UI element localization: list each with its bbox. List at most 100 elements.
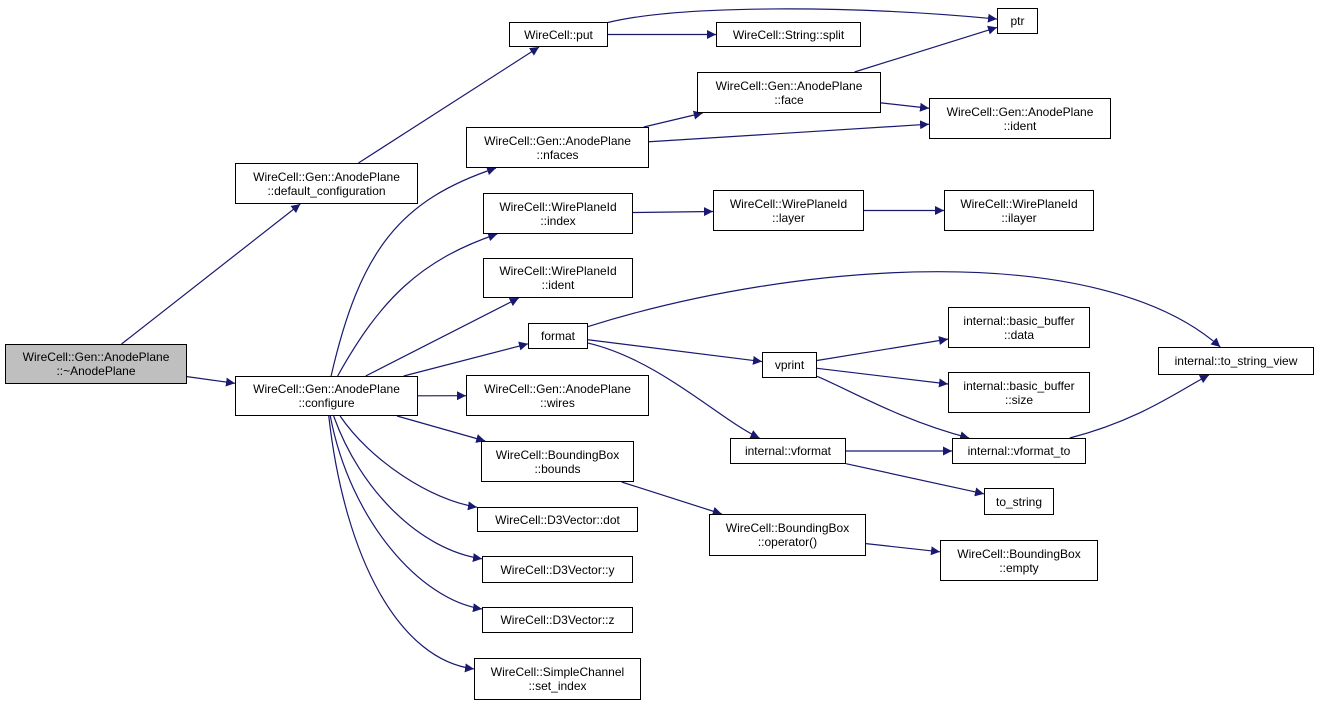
edge-vprint-to-vformatto — [816, 375, 970, 441]
node-setindex[interactable]: WireCell::SimpleChannel::set_index — [474, 658, 641, 700]
node-label-line: ptr — [1010, 14, 1025, 28]
node-vz[interactable]: WireCell::D3Vector::z — [482, 607, 633, 633]
node-label-line: format — [540, 329, 575, 343]
node-label-line: internal::to_string_view — [1174, 354, 1298, 368]
edge-configure-to-dot — [339, 415, 478, 511]
node-label-line: ::set_index — [528, 679, 587, 693]
node-label-line: ::default_configuration — [267, 183, 386, 198]
node-vformat[interactable]: internal::vformat — [730, 438, 846, 464]
edge-face-to-apident — [880, 102, 930, 112]
node-label-line: WireCell::D3Vector::dot — [495, 512, 620, 527]
node-label-line: WireCell::Gen::AnodePlane — [22, 350, 170, 364]
node-label-line: WireCell::WirePlaneId — [499, 199, 617, 214]
node-bbdata[interactable]: internal::basic_buffer::data — [948, 307, 1090, 348]
node-bounds[interactable]: WireCell::BoundingBox::bounds — [481, 441, 634, 482]
node-label-line: WireCell::BoundingBox — [495, 447, 620, 462]
node-apident[interactable]: WireCell::Gen::AnodePlane::ident — [929, 98, 1111, 139]
node-label-line: ::wires — [540, 395, 575, 410]
edge-bounds-to-bbop — [621, 481, 722, 516]
edge-nfaces-to-apident — [648, 120, 930, 143]
node-label-line: WireCell::WirePlaneId — [960, 196, 1078, 211]
node-label-line: ::face — [774, 92, 804, 107]
edge-root-to-configure — [186, 376, 236, 387]
edge-root-to-defcfg — [121, 203, 301, 345]
node-wpident[interactable]: WireCell::WirePlaneId::ident — [483, 258, 633, 298]
node-label-line: WireCell::Gen::AnodePlane — [946, 104, 1094, 119]
node-label-line: WireCell::BoundingBox — [725, 521, 850, 535]
edge-configure-to-vy — [333, 415, 483, 562]
node-bbsize[interactable]: internal::basic_buffer::size — [948, 372, 1090, 413]
edge-bbop-to-bbempty — [865, 543, 941, 556]
node-label-line: WireCell::D3Vector::z — [500, 613, 615, 627]
node-face[interactable]: WireCell::Gen::AnodePlane::face — [697, 72, 881, 113]
node-tostring[interactable]: to_string — [984, 488, 1054, 515]
edge-defcfg-to-put — [358, 46, 540, 164]
node-label-line: ::ident — [1003, 118, 1037, 133]
node-label-line: WireCell::WirePlaneId — [729, 196, 848, 211]
edge-configure-to-nfaces — [330, 166, 497, 377]
node-label-line: internal::vformat_to — [967, 444, 1071, 458]
node-vprint[interactable]: vprint — [762, 352, 817, 378]
node-root[interactable]: WireCell::Gen::AnodePlane::~AnodePlane — [5, 344, 187, 384]
node-dot[interactable]: WireCell::D3Vector::dot — [477, 507, 638, 532]
edge-wpindex-to-wplayer — [632, 207, 714, 217]
node-label-line: ::ilayer — [1001, 210, 1037, 225]
edge-configure-to-setindex — [328, 415, 475, 673]
node-vy[interactable]: WireCell::D3Vector::y — [482, 556, 633, 583]
edge-configure-to-vz — [329, 415, 483, 613]
edge-format-to-vprint — [587, 339, 763, 365]
node-label-line: ::index — [540, 213, 576, 228]
node-label-line: internal::basic_buffer — [963, 378, 1075, 393]
edge-configure-to-wpident — [365, 297, 520, 377]
node-label-line: WireCell::Gen::AnodePlane — [715, 78, 863, 93]
edge-put-to-ptr — [607, 8, 998, 24]
node-label-line: WireCell::Gen::AnodePlane — [253, 169, 400, 184]
node-label-line: WireCell::SimpleChannel — [490, 665, 625, 679]
node-wplayer[interactable]: WireCell::WirePlaneId::layer — [713, 190, 864, 231]
node-wpindex[interactable]: WireCell::WirePlaneId::index — [483, 193, 633, 234]
node-label-line: internal::basic_buffer — [963, 313, 1075, 328]
node-label-line: ::size — [1004, 392, 1033, 407]
node-label-line: internal::vformat — [744, 444, 832, 458]
edge-configure-to-wpindex — [337, 232, 498, 377]
node-label-line: vprint — [774, 358, 805, 372]
edge-format-to-vformat — [587, 342, 760, 439]
node-tsv[interactable]: internal::to_string_view — [1158, 347, 1314, 375]
node-label-line: WireCell::WirePlaneId — [499, 264, 617, 278]
node-ptr[interactable]: ptr — [997, 8, 1038, 34]
node-label-line: WireCell::String::split — [732, 27, 845, 42]
edge-face-to-ptr — [854, 25, 998, 73]
edge-vformatto-to-tsv — [1069, 374, 1210, 439]
node-label-line: WireCell::Gen::AnodePlane — [484, 381, 631, 396]
node-label-line: WireCell::D3Vector::y — [500, 562, 615, 577]
node-bbop[interactable]: WireCell::BoundingBox::operator() — [709, 514, 866, 556]
node-vformatto[interactable]: internal::vformat_to — [952, 438, 1086, 464]
node-label-line: ::layer — [772, 210, 805, 225]
edge-vprint-to-bbdata — [816, 336, 949, 362]
node-put[interactable]: WireCell::put — [509, 22, 608, 47]
edge-configure-to-bounds — [396, 415, 486, 443]
node-label-line: WireCell::BoundingBox — [957, 546, 1081, 561]
node-split[interactable]: WireCell::String::split — [716, 22, 861, 47]
edge-vformat-to-tostring — [845, 463, 985, 497]
node-defcfg[interactable]: WireCell::Gen::AnodePlane::default_confi… — [235, 163, 418, 204]
node-format[interactable]: format — [528, 323, 588, 349]
node-wires[interactable]: WireCell::Gen::AnodePlane::wires — [466, 375, 649, 416]
node-label-line: ::configure — [298, 396, 355, 410]
node-label-line: ::ident — [541, 278, 575, 292]
node-label-line: ::data — [1003, 327, 1035, 342]
node-label-line: WireCell::put — [524, 27, 593, 42]
node-label-line: ::operator() — [757, 535, 818, 549]
node-nfaces[interactable]: WireCell::Gen::AnodePlane::nfaces — [466, 127, 649, 168]
node-label-line: WireCell::Gen::AnodePlane — [253, 382, 400, 396]
node-label-line: ::empty — [999, 560, 1039, 575]
node-label-line: ::~AnodePlane — [56, 364, 136, 378]
node-label-line: ::nfaces — [536, 147, 579, 162]
node-label-line: to_string — [995, 494, 1043, 509]
node-label-line: WireCell::Gen::AnodePlane — [484, 133, 631, 148]
node-wpilayer[interactable]: WireCell::WirePlaneId::ilayer — [944, 190, 1094, 231]
node-label-line: ::bounds — [534, 461, 581, 476]
node-bbempty[interactable]: WireCell::BoundingBox::empty — [940, 540, 1098, 581]
node-configure[interactable]: WireCell::Gen::AnodePlane::configure — [235, 376, 418, 416]
